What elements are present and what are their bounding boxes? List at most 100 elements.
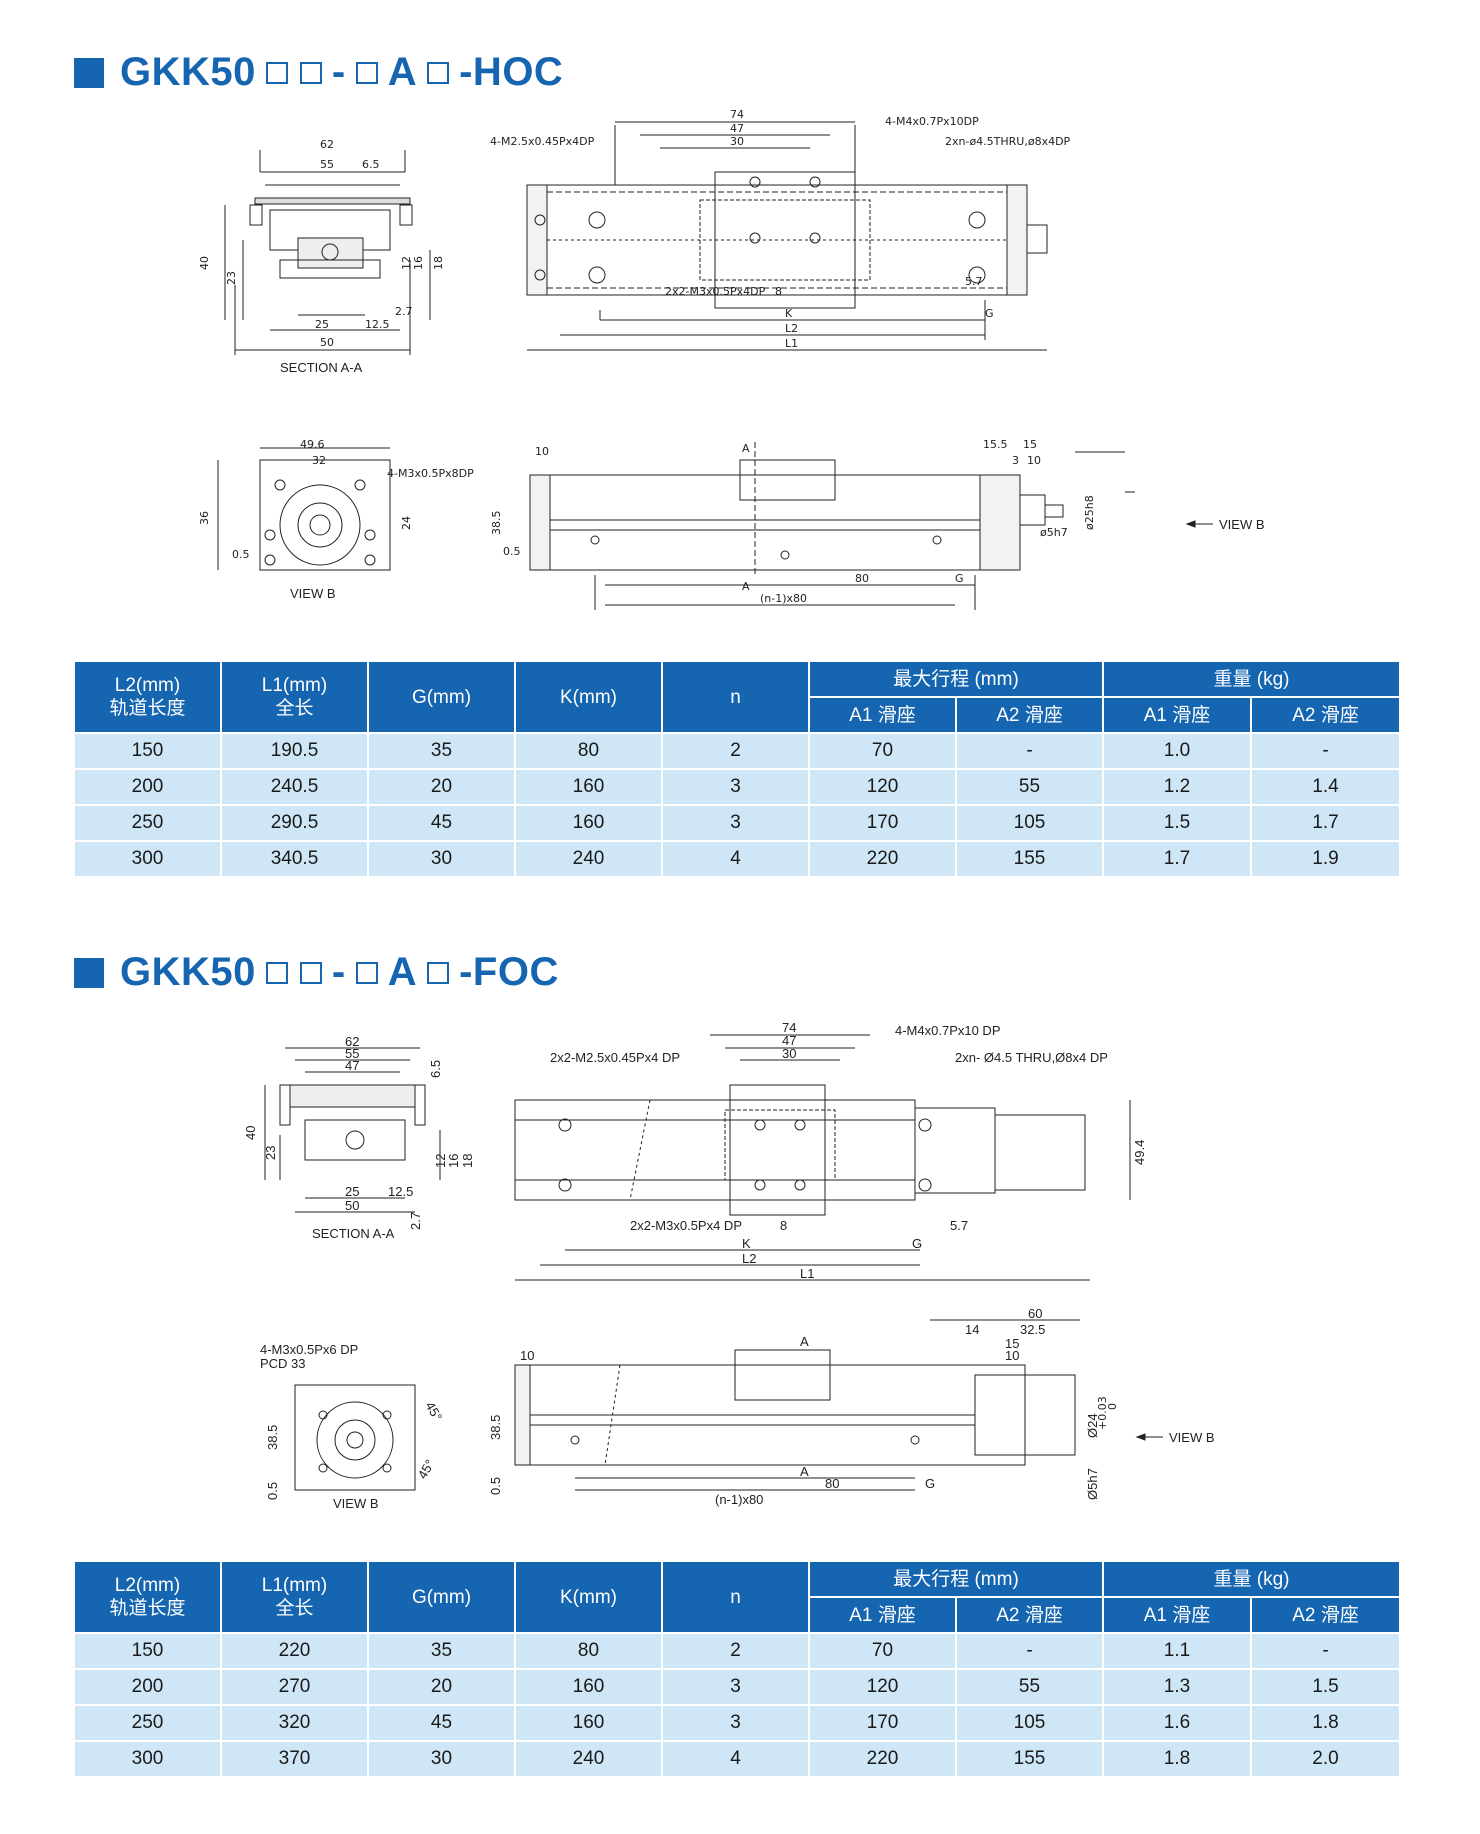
cell: 220 [220, 1632, 369, 1670]
col-stroke: 最大行程 (mm) [808, 660, 1104, 698]
dim-12-5: 12.5 [365, 318, 390, 331]
cell: 70 [808, 732, 957, 770]
cell: 45 [367, 804, 516, 842]
title-mid: - [331, 950, 346, 994]
dim-6-5: 6.5 [362, 158, 380, 171]
dim-47: 47 [345, 1058, 359, 1073]
placeholder-box-icon [299, 961, 322, 984]
cell: - [955, 732, 1104, 770]
dim-40: 40 [243, 1126, 258, 1140]
dim-80: 80 [825, 1476, 839, 1491]
col-weight: 重量 (kg) [1101, 1560, 1402, 1598]
cell: 1.7 [1102, 840, 1252, 878]
cell: 200 [73, 768, 222, 806]
col-stroke: 最大行程 (mm) [808, 1560, 1104, 1598]
dim-8: 8 [775, 285, 782, 298]
dim-47: 47 [730, 122, 744, 135]
cell: 300 [73, 1740, 222, 1778]
label-a-top: A [800, 1334, 809, 1349]
dim-24: 24 [400, 516, 413, 530]
col-weight-a1: A1 滑座 [1102, 696, 1252, 734]
label-view-b-arrow: VIEW B [1219, 517, 1265, 532]
cell: 170 [808, 1704, 957, 1742]
col-weight-a2: A2 滑座 [1249, 1596, 1402, 1634]
label-thru: 2xn- Ø4.5 THRU,Ø8x4 DP [955, 1050, 1108, 1065]
title-letter: A [387, 950, 418, 994]
dim-25h8: ø25h8 [1083, 495, 1096, 530]
cell: 120 [808, 1668, 957, 1706]
cell: 55 [955, 1668, 1104, 1706]
cell: 35 [367, 1632, 516, 1670]
dim-16: 16 [412, 256, 425, 270]
label-g: G [912, 1236, 922, 1251]
dim-2-7: 2.7 [408, 1212, 423, 1230]
title-suffix: -FOC [459, 950, 559, 994]
dim-5h7: ø5h7 [1040, 526, 1068, 539]
cell: 170 [808, 804, 957, 842]
cell: 160 [514, 1704, 663, 1742]
dim-12-5: 12.5 [388, 1184, 413, 1199]
dim-5-7: 5.7 [965, 275, 983, 288]
title-letter: A [387, 50, 418, 94]
placeholder-box-icon [355, 961, 378, 984]
cell: 1.5 [1102, 804, 1252, 842]
col-stroke-a2: A2 滑座 [955, 696, 1104, 734]
label-m4: 4-M4x0.7Px10DP [885, 115, 979, 128]
col-n: n [661, 1560, 810, 1634]
dim-45-a: 45° [422, 1399, 445, 1424]
foc-view-b-arrow: VIEW B [1135, 1425, 1255, 1449]
dim-3: 3 [1012, 454, 1019, 467]
dim-50: 50 [345, 1198, 359, 1213]
title-bullet-icon [74, 957, 104, 988]
cell: 370 [220, 1740, 369, 1778]
cell: 160 [514, 804, 663, 842]
cell: 30 [367, 1740, 516, 1778]
cell: 105 [955, 1704, 1104, 1742]
label-a-bottom: A [742, 580, 750, 593]
dim-15: 15 [1005, 1336, 1019, 1351]
dim-38-5: 38.5 [265, 1425, 280, 1450]
col-l2: L2(mm)轨道长度 [73, 660, 222, 734]
cell: 1.0 [1102, 732, 1252, 770]
foc-end-view: 4-M3x0.5Px6 DP PCD 33 45° 45° 38.5 0.5 V… [255, 1340, 475, 1520]
col-k: K(mm) [514, 1560, 663, 1634]
placeholder-box-icon [427, 61, 450, 84]
dim-62: 62 [345, 1034, 359, 1049]
col-stroke-a1: A1 滑座 [808, 1596, 957, 1634]
cell: 150 [73, 732, 222, 770]
cell: 1.3 [1102, 1668, 1252, 1706]
cell: 2 [661, 1632, 810, 1670]
dim-0-5: 0.5 [232, 548, 250, 561]
placeholder-box-icon [265, 961, 288, 984]
cell: 300 [73, 840, 222, 878]
cell: 160 [514, 1668, 663, 1706]
label-a-top: A [742, 442, 750, 455]
dim-45-b: 45° [415, 1457, 438, 1482]
cell: 1.2 [1102, 768, 1252, 806]
dim-74: 74 [782, 1020, 796, 1035]
col-l2: L2(mm)轨道长度 [73, 1560, 222, 1634]
cell: 155 [955, 840, 1104, 878]
label-g-side: G [925, 1476, 935, 1491]
cell: 240 [514, 840, 663, 878]
col-weight-a1: A1 滑座 [1102, 1596, 1252, 1634]
hoc-side-view: 10 38.5 0.5 A A 80 G (n-1)x80 15.5 15 3 … [475, 438, 1135, 640]
label-g-side: G [955, 572, 964, 585]
cell: 35 [367, 732, 516, 770]
dim-55: 55 [320, 158, 334, 171]
dim-5-7: 5.7 [950, 1218, 968, 1233]
dim-60: 60 [1028, 1306, 1042, 1321]
col-n: n [661, 660, 810, 734]
cell: 200 [73, 1668, 222, 1706]
col-stroke-a2: A2 滑座 [955, 1596, 1104, 1634]
dim-30: 30 [730, 135, 744, 148]
dim-8: 8 [780, 1218, 787, 1233]
dim-n80: (n-1)x80 [760, 592, 807, 605]
title-prefix: GKK50 [120, 950, 256, 994]
cell: - [1249, 732, 1402, 770]
dim-25: 25 [315, 318, 329, 331]
dim-38-5: 38.5 [490, 511, 503, 536]
